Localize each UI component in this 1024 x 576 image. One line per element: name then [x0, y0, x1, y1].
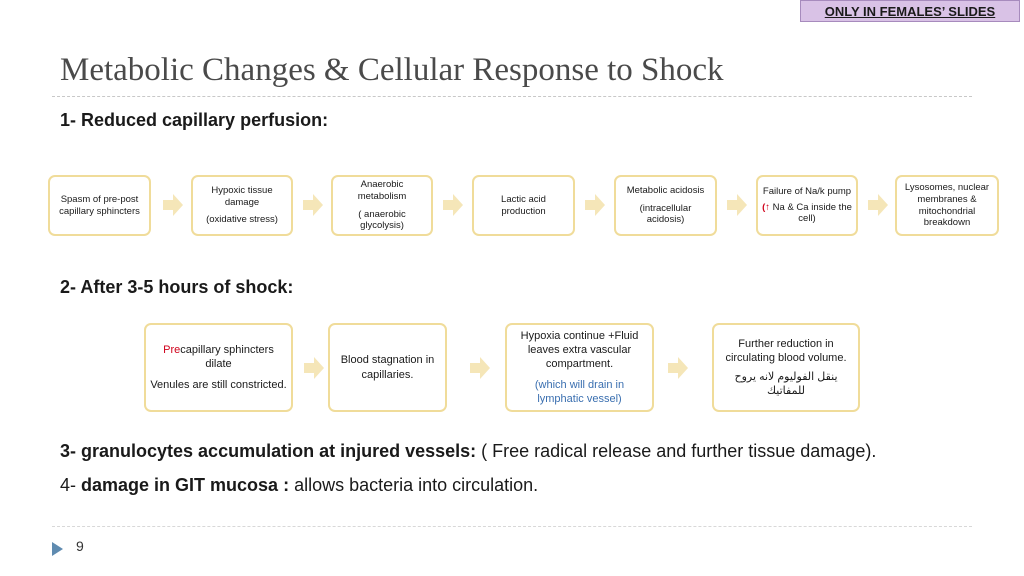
step-acidosis-text: Metabolic acidosis: [626, 184, 705, 196]
point-4-prefix: 4-: [60, 475, 82, 495]
step-napump: Failure of Na/k pump (↑ Na & Ca inside t…: [756, 175, 858, 236]
point-3: 3- granulocytes accumulation at injured …: [60, 441, 876, 462]
arrow-icon: [470, 357, 490, 379]
step-anaerobic-note: ( anaerobic glycolysis): [358, 208, 406, 232]
page-number: 9: [76, 538, 84, 554]
step-hypoxia-fluid: Hypoxia continue +Fluid leaves extra vas…: [505, 323, 654, 412]
females-only-badge: ONLY IN FEMALES’ SLIDES: [800, 0, 1020, 22]
point-4: 4- damage in GIT mucosa : allows bacteri…: [60, 475, 538, 496]
step-stagnation-text: Blood stagnation in capillaries.: [340, 354, 435, 381]
step-acidosis: Metabolic acidosis (intracellular acidos…: [614, 175, 717, 236]
point-4-bold: damage in GIT mucosa :: [81, 475, 290, 495]
point-4-rest: allows bacteria into circulation.: [289, 475, 539, 495]
step-lysosomes-text: Lysosomes, nuclear membranes & mitochond…: [904, 181, 990, 229]
arrow-icon: [443, 194, 463, 216]
step-acidosis-note: (intracellular acidosis): [639, 202, 692, 226]
pre-prefix: Pre: [163, 344, 181, 357]
section2-heading: 2- After 3-5 hours of shock:: [60, 277, 294, 297]
step-lymph-note: (which will drain in lymphatic vessel): [534, 378, 625, 405]
up-arrow-icon: (↑: [762, 201, 771, 213]
step-volume-reduction-text: Further reduction in circulating blood v…: [725, 337, 847, 365]
arrow-icon: [868, 194, 888, 216]
step-precapillary: Precapillary sphincters dilate Venules a…: [144, 323, 293, 412]
play-triangle-icon: [52, 542, 63, 556]
arrow-icon: [668, 357, 688, 379]
step-venules-text: Venules are still constricted.: [150, 378, 287, 391]
section1-heading: 1- Reduced capillary perfusion:: [60, 110, 329, 130]
arrow-icon: [303, 194, 323, 216]
step-hypoxia-fluid-text: Hypoxia continue +Fluid leaves extra vas…: [520, 329, 639, 371]
step-hypoxic-text: Hypoxic tissue damage: [211, 184, 273, 208]
step-stagnation: Blood stagnation in capillaries.: [328, 323, 447, 412]
step-spasm-text: Spasm of pre-post capillary sphincters: [59, 193, 140, 217]
arrow-icon: [163, 194, 183, 216]
step-hypoxic: Hypoxic tissue damage (oxidative stress): [191, 175, 293, 236]
precapillary-rest: capillary sphincters dilate: [180, 344, 274, 371]
step-anaerobic-text: Anaerobic metabolism: [357, 178, 407, 202]
step-lactic: Lactic acid production: [472, 175, 575, 236]
step-spasm: Spasm of pre-post capillary sphincters: [48, 175, 151, 236]
step-precapillary-text: Precapillary sphincters dilate: [150, 343, 287, 372]
step-hypoxic-note: (oxidative stress): [206, 214, 278, 226]
arrow-icon: [727, 194, 747, 216]
arrow-icon: [585, 194, 605, 216]
step-napump-text: Failure of Na/k pump: [762, 185, 852, 197]
arrow-icon: [304, 357, 324, 379]
step-arabic-note: ينقل الفوليوم لانه يروح للمفاتيك: [734, 370, 838, 397]
footer-divider: [52, 526, 972, 527]
step-napump-note: (↑ Na & Ca inside the cell): [762, 202, 852, 226]
step-napump-note-text: Na & Ca inside the cell): [772, 201, 852, 225]
step-volume-reduction: Further reduction in circulating blood v…: [712, 323, 860, 412]
slide-title: Metabolic Changes & Cellular Response to…: [60, 52, 724, 88]
step-lysosomes: Lysosomes, nuclear membranes & mitochond…: [895, 175, 999, 236]
step-lactic-text: Lactic acid production: [501, 193, 546, 217]
step-anaerobic: Anaerobic metabolism ( anaerobic glycoly…: [331, 175, 433, 236]
title-divider: [52, 96, 972, 97]
point-3-rest: ( Free radical release and further tissu…: [476, 441, 877, 461]
point-3-bold: 3- granulocytes accumulation at injured …: [60, 441, 477, 461]
